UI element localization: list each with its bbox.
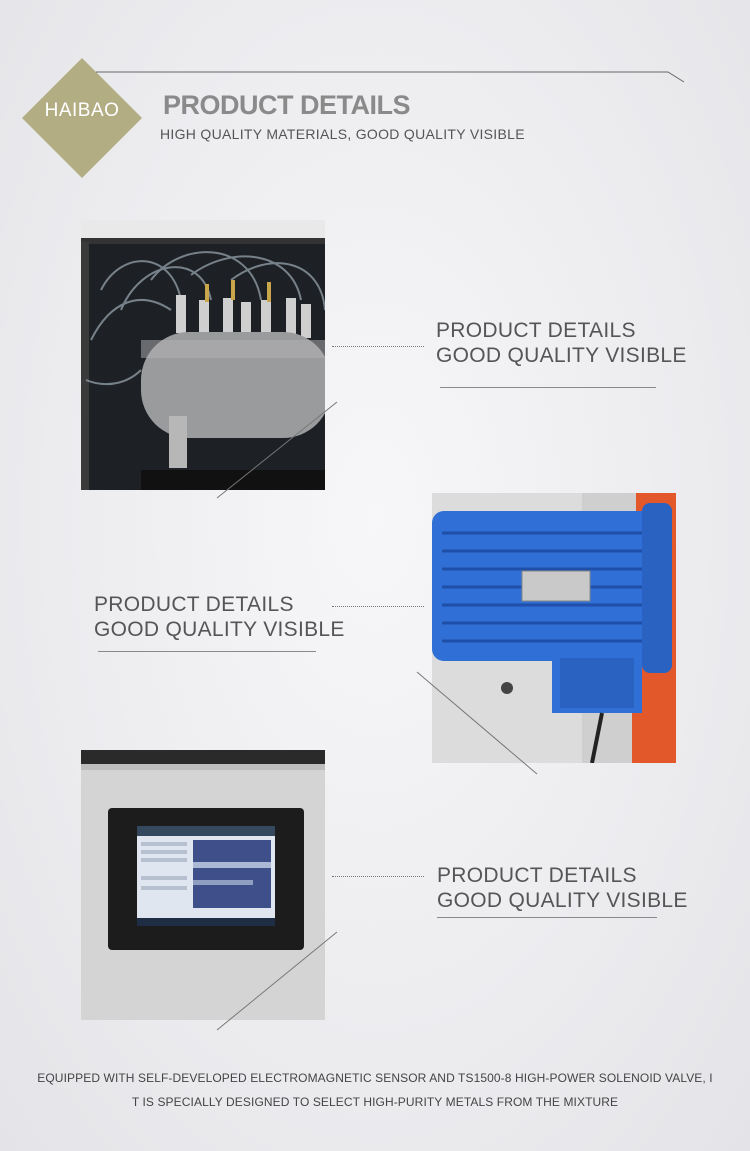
detail2-line1: PRODUCT DETAILS [94,593,294,616]
logo-diamond-icon [22,58,142,178]
detail3-caption: PRODUCT DETAILS GOOD QUALITY VISIBLE [437,863,688,913]
detail2-underline [98,651,316,652]
header-divider [96,71,685,83]
detail3-line1: PRODUCT DETAILS [437,864,637,887]
detail1-line1: PRODUCT DETAILS [436,319,636,342]
air-tank-valves-photo [81,220,325,490]
footer-description: EQUIPPED WITH SELF-DEVELOPED ELECTROMAGN… [30,1066,720,1114]
photo3-corner-line [216,931,338,1031]
detail1-line2: GOOD QUALITY VISIBLE [436,344,687,367]
footer-line2: T IS SPECIALLY DESIGNED TO SELECT HIGH-P… [131,1095,619,1109]
detail1-caption: PRODUCT DETAILS GOOD QUALITY VISIBLE [436,318,687,368]
detail3-dots [332,876,424,877]
detail3-line2: GOOD QUALITY VISIBLE [437,889,688,912]
photo1-corner-line [216,401,338,499]
footer-line1: EQUIPPED WITH SELF-DEVELOPED ELECTROMAGN… [37,1071,713,1085]
detail2-line2: GOOD QUALITY VISIBLE [94,618,345,641]
page-subtitle: HIGH QUALITY MATERIALS, GOOD QUALITY VIS… [160,126,525,142]
page-title: PRODUCT DETAILS [163,90,411,120]
logo-text: HAIBAO [44,100,120,121]
detail2-dots [332,606,424,607]
detail3-underline [437,917,657,918]
blue-motor-photo [432,493,676,763]
detail2-caption: PRODUCT DETAILS GOOD QUALITY VISIBLE [94,592,345,642]
photo2-corner-line [416,671,538,775]
detail1-underline [440,387,656,388]
detail1-dots [332,346,424,347]
